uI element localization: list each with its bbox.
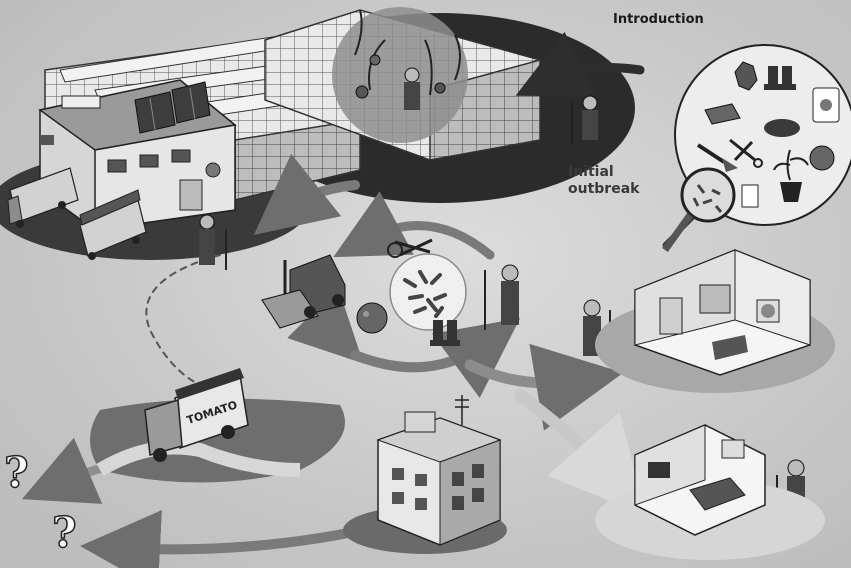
tomato-plant-icon — [773, 149, 809, 202]
gloves-icon — [734, 61, 758, 91]
bacteria-icon — [389, 253, 467, 331]
farmer-icon — [404, 67, 420, 110]
tomato-icon — [356, 302, 388, 334]
apartment-building-icon — [343, 395, 507, 554]
pruning-shears-icon — [387, 238, 433, 258]
soil-bag-icon — [812, 87, 840, 123]
introduction-sources — [662, 44, 851, 253]
delivery-trucks — [7, 167, 147, 260]
truck-icon: TOMATO — [144, 368, 249, 462]
tomato-icon — [809, 145, 835, 171]
boots-icon — [764, 66, 796, 90]
bedroom-icon — [595, 424, 825, 560]
magnifier-icon — [662, 167, 736, 253]
question-mark-icon: ? — [51, 507, 77, 558]
introduction-label: Introduction — [613, 12, 704, 27]
trowel-icon — [696, 143, 738, 172]
question-mark-icon: ? — [3, 447, 29, 498]
outbreak-label-line2: outbreak — [568, 181, 640, 197]
tray-icon — [704, 103, 741, 125]
seed-packet-icon — [741, 184, 759, 208]
farmer-icon — [199, 214, 227, 270]
farmer-icon — [484, 264, 519, 330]
house-interior-icon — [595, 249, 835, 393]
soil-pile-icon — [764, 119, 800, 137]
boots-icon — [430, 320, 460, 346]
farmer-icon — [571, 95, 598, 145]
infected-plants — [332, 7, 468, 143]
transmission-arrows — [21, 31, 703, 568]
outbreak-label-line1: Initial — [568, 164, 614, 180]
pruning-shears-icon — [729, 138, 763, 168]
forklift-icon — [261, 254, 346, 329]
initial-outbreak-label: Initial outbreak — [568, 164, 658, 198]
